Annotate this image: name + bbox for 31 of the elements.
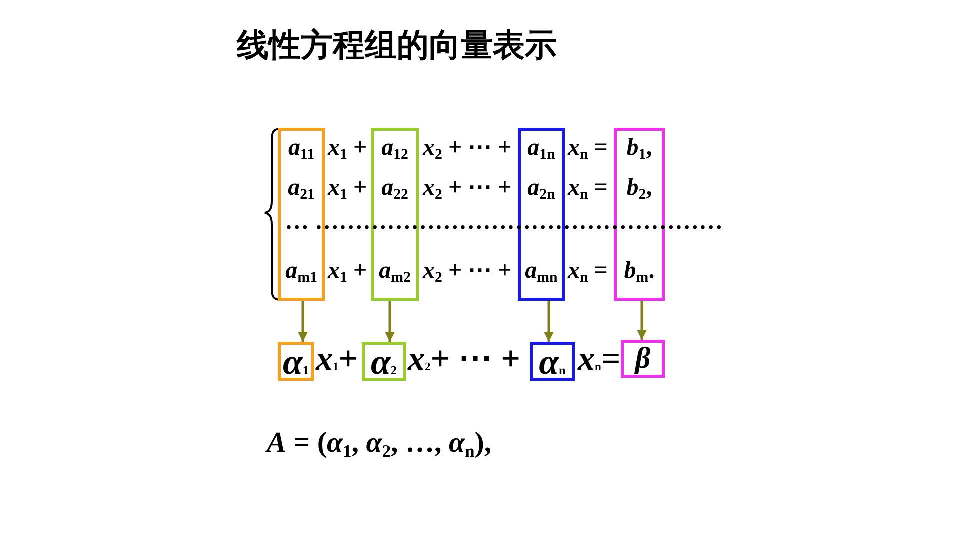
math-term: b$_{1}$, [626, 136, 654, 160]
term-frame [362, 342, 406, 381]
equation-text: x$_{1}$ + [328, 259, 368, 283]
arrow [637, 301, 647, 340]
term-frame [621, 340, 665, 378]
math-term: a$_{12}$ [380, 136, 410, 160]
math-term: a$_{m2}$ [378, 259, 412, 283]
vector-formula: A = (α$_{1}$, α$_{2}$, …, α$_{n}$), [267, 429, 492, 458]
math-term: a$_{m1}$ [284, 259, 318, 283]
arrow [385, 301, 395, 342]
equation-text: x$_{2}$ + ⋯ + [423, 176, 512, 200]
math-term: a$_{1n}$ [526, 136, 556, 160]
arrow [544, 301, 554, 342]
equation-text: x$_{2}$ + ⋯ + [423, 136, 512, 160]
equation-text: x$_{n}$ = [568, 136, 608, 160]
equation-text: x$_{1}$ + [328, 136, 368, 160]
math-term: a$_{21}$ [287, 176, 316, 200]
equation-text: x$_{n}$ = [568, 259, 608, 283]
arrow [298, 301, 308, 342]
math-term: b$_{m}$. [623, 259, 656, 283]
term-frame [530, 342, 575, 381]
math-term: a$_{11}$ [287, 136, 316, 160]
equation-text: x$_{n}$ = [568, 176, 608, 200]
equation-text: x$_{1}$ + [328, 176, 368, 200]
math-term: a$_{2n}$ [526, 176, 556, 200]
title: 线性方程组的向量表示 [237, 27, 557, 64]
equation-text: x$_{2}$ + ⋯ + [423, 259, 512, 283]
math-term: β [635, 344, 651, 374]
math-term: a$_{mn}$ [524, 259, 559, 283]
math-term: a$_{22}$ [380, 176, 410, 200]
math-term: b$_{2}$, [626, 176, 654, 200]
